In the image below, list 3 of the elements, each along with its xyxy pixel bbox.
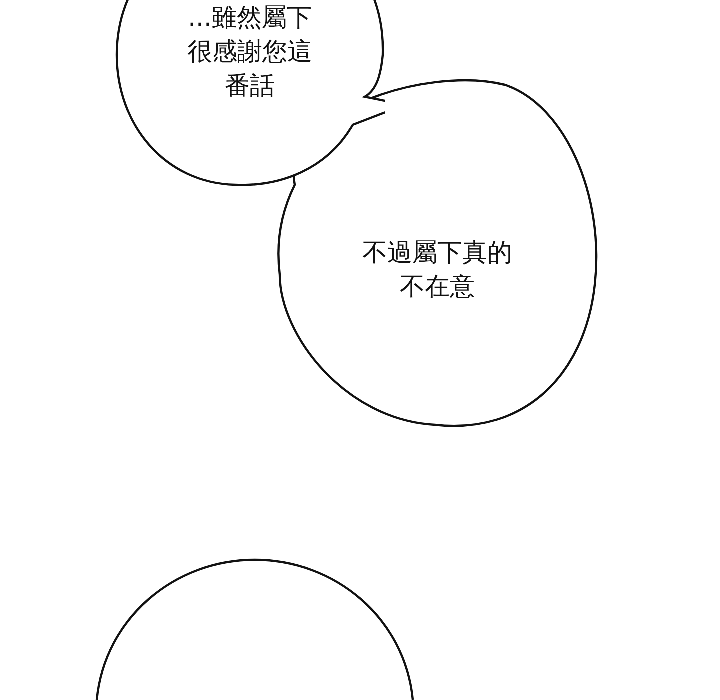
- dialogue-text: 不過屬下真的不在意: [362, 237, 514, 304]
- dialogue-text: ...雖然屬下很感謝您這番話: [186, 2, 314, 102]
- speech-bubble: [95, 558, 415, 700]
